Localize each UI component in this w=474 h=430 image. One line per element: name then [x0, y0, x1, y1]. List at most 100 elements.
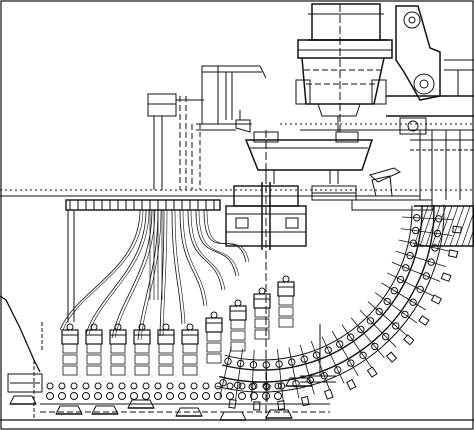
- strand-roll: [324, 346, 332, 354]
- strand-roll: [427, 258, 435, 266]
- drive-motor: [205, 317, 223, 333]
- segment-frame-line: [341, 324, 373, 368]
- strand-roll: [359, 351, 367, 359]
- pinch-roll: [70, 382, 78, 390]
- guide-arc-line: [219, 204, 435, 383]
- pinch-roll: [178, 382, 186, 390]
- pinch-roll: [202, 392, 210, 400]
- mould: [225, 130, 357, 420]
- platform-railing: [69, 200, 215, 210]
- gear-unit: [134, 354, 150, 365]
- segment-frame-line: [265, 349, 268, 402]
- pinch-roll: [46, 392, 54, 400]
- strand-roll: [336, 340, 344, 348]
- strand-roll: [422, 272, 430, 280]
- segment-frame-line: [374, 292, 418, 324]
- gear-unit: [110, 365, 126, 376]
- motor-coupling: [162, 323, 170, 331]
- pinch-roll: [178, 392, 186, 400]
- hatch-line: [467, 227, 474, 247]
- tundish-car-gantry: [147, 65, 267, 190]
- segment-frame-line: [386, 272, 434, 297]
- pinch-roll: [82, 392, 90, 400]
- foundation: [0, 324, 474, 421]
- strand-roll: [416, 285, 424, 293]
- strand-roll: [411, 226, 420, 235]
- drive-motor: [85, 329, 103, 345]
- pinch-roll: [262, 392, 270, 400]
- hatch-line: [455, 205, 471, 247]
- drive-shafts: [59, 209, 250, 341]
- pinch-roll: [46, 382, 54, 390]
- datum-lines: [0, 189, 474, 197]
- segment-block: [253, 401, 261, 411]
- motor-coupling: [282, 275, 290, 283]
- strand-roll: [392, 322, 400, 330]
- guide-arc-line: [216, 204, 445, 393]
- pinch-roll: [250, 382, 258, 390]
- pinch-roll: [118, 392, 126, 400]
- strand-roll: [375, 307, 383, 316]
- pinch-roll: [130, 392, 138, 400]
- strand-roll: [406, 251, 414, 260]
- pinch-roll: [94, 392, 102, 400]
- strand-roll: [219, 379, 227, 387]
- strand-roll: [402, 264, 410, 272]
- gear-unit: [230, 319, 246, 330]
- right-support-frame: [368, 130, 474, 200]
- drive-shaft: [59, 209, 141, 331]
- segment-block: [430, 294, 443, 305]
- segment-frame-line: [398, 239, 450, 252]
- strand-roll: [409, 239, 418, 247]
- tundish: [232, 110, 374, 184]
- drive-shaft: [114, 209, 156, 339]
- drive-shaft: [162, 209, 168, 337]
- drive-shaft: [62, 209, 144, 331]
- pinch-roll: [190, 392, 198, 400]
- drive-motor: [253, 293, 271, 309]
- drive-shaft: [206, 209, 250, 263]
- segment-drives: [46, 275, 295, 400]
- gear-unit: [110, 343, 126, 354]
- strand-roll: [262, 361, 270, 369]
- strand-roll: [346, 333, 355, 341]
- drive-shaft: [137, 209, 159, 341]
- strand-roll: [249, 361, 258, 369]
- drive-shaft: [88, 209, 150, 335]
- pinch-roll: [190, 382, 198, 390]
- segment-block: [346, 378, 357, 391]
- pinch-roll: [94, 382, 102, 390]
- pinch-roll: [166, 392, 174, 400]
- segment-block: [300, 395, 310, 407]
- gear-unit: [182, 354, 198, 365]
- pinch-roll: [130, 382, 138, 390]
- strand-roll: [409, 298, 417, 306]
- drive-motor: [181, 329, 199, 345]
- gear-unit: [254, 318, 270, 329]
- strand-roll: [224, 357, 232, 365]
- drive-shaft: [85, 209, 147, 335]
- gear-unit: [86, 343, 102, 354]
- drive-shaft: [171, 209, 183, 325]
- gear-unit: [134, 365, 150, 376]
- strand-roll: [236, 359, 245, 368]
- drive-shaft: [140, 209, 162, 341]
- motor-coupling: [186, 323, 194, 331]
- ladle: [295, 3, 393, 132]
- gear-unit: [62, 343, 78, 354]
- segment-block: [452, 225, 462, 234]
- pinch-roll: [142, 382, 150, 390]
- pinch-roll: [154, 392, 162, 400]
- segment-frame-line: [381, 282, 427, 311]
- pinch-roll: [106, 382, 114, 390]
- strand-roll: [390, 287, 398, 295]
- gear-unit: [182, 365, 198, 376]
- foundation-footings: [9, 377, 313, 421]
- gear-unit: [254, 307, 270, 318]
- gear-unit: [158, 343, 174, 354]
- segment-frame-line: [350, 317, 385, 359]
- footing: [219, 411, 247, 421]
- pinch-roll: [82, 382, 90, 390]
- segment-block: [403, 334, 415, 346]
- strand-roll: [401, 310, 409, 319]
